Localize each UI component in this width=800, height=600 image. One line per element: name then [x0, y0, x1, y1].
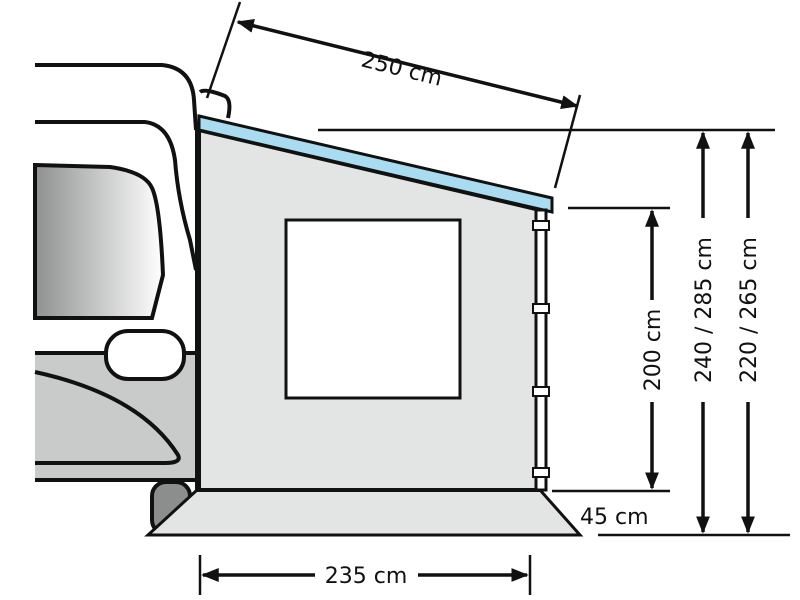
van-bumper-curve [34, 370, 181, 465]
pole-clips [532, 220, 550, 478]
awning-side-wall [144, 114, 584, 537]
label-floor-offset: 45 cm [580, 505, 649, 530]
van-bumper [35, 355, 197, 480]
van-body-line [35, 120, 198, 271]
dimension-lines [198, 1, 790, 595]
panel-window [284, 218, 462, 400]
label-height-range-2: 220 / 265 cm [737, 237, 762, 383]
label-roof-length: 250 cm [359, 48, 445, 92]
van-roof-line [35, 63, 198, 131]
headlight [104, 329, 186, 381]
van-window [33, 162, 166, 320]
floor [144, 488, 584, 537]
label-wall-height: 200 cm [641, 309, 666, 392]
awning-rail [197, 114, 554, 214]
support-pole [534, 208, 548, 492]
label-height-range-1: 240 / 285 cm [692, 237, 717, 383]
label-width: 235 cm [325, 564, 408, 589]
awning-bracket [198, 88, 232, 119]
